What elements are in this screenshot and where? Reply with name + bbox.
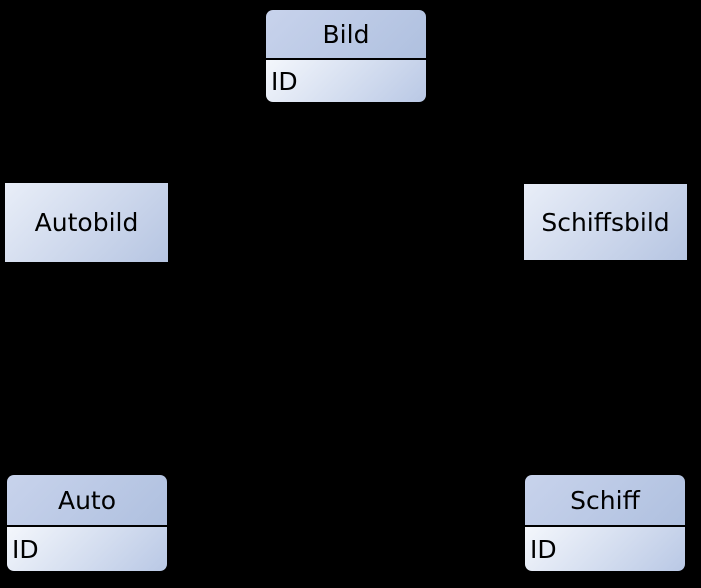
class-title-autobild: Autobild [34, 208, 139, 237]
attribute-row-bild-id: ID [266, 58, 426, 102]
class-box-auto: Auto ID [5, 473, 169, 573]
class-box-schiff: Schiff ID [523, 473, 687, 573]
class-box-bild: Bild ID [264, 8, 428, 104]
class-box-schiffsbild: Schiffsbild [522, 182, 689, 262]
class-title-schiffsbild: Schiffsbild [541, 207, 670, 237]
attribute-label: ID [530, 534, 557, 564]
attribute-label: ID [12, 534, 39, 564]
class-title-auto: Auto [7, 475, 167, 525]
attribute-label: ID [271, 66, 298, 96]
attribute-row-schiff-id: ID [525, 525, 685, 571]
attribute-row-auto-id: ID [7, 525, 167, 571]
class-title-bild: Bild [266, 10, 426, 58]
class-box-autobild: Autobild [3, 181, 170, 264]
class-title-schiff: Schiff [525, 475, 685, 525]
